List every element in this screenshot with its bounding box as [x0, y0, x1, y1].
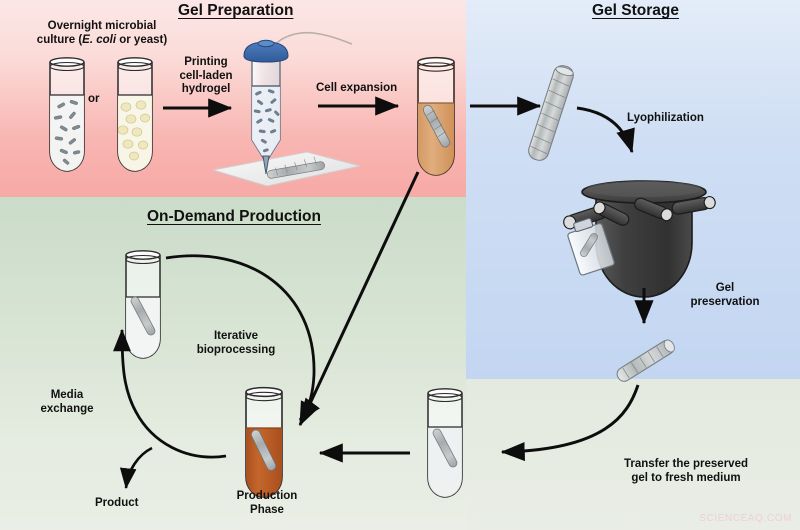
label-production-phase: Production Phase — [236, 490, 298, 516]
printer-cap — [243, 41, 289, 63]
test-tube-yeast-culture — [117, 57, 153, 172]
gel-strip-in-expansion-tube — [422, 105, 451, 148]
panel-on-demand-production — [0, 197, 466, 530]
printer-tubing — [271, 32, 353, 53]
arrow-expansion-to-production — [298, 171, 420, 427]
test-tube-iterative-bioprocessing — [125, 250, 161, 359]
lyophilizer-flask — [567, 217, 615, 276]
label-product: Product — [95, 497, 139, 509]
bioprinter-syringe — [212, 32, 361, 187]
label-lyophilization: Lyophilization — [627, 112, 704, 124]
section-title-on-demand-production: On-Demand Production — [147, 208, 321, 225]
label-transfer-preserved-gel: Transfer the preserved gel to fresh medi… — [623, 458, 748, 484]
test-tube-production-phase — [245, 386, 283, 498]
label-printing-cell-laden-hydrogel: Printing cell-laden hydrogel — [179, 56, 233, 96]
arrow-product — [119, 446, 153, 490]
gel-vial-storage — [528, 65, 574, 161]
label-or: or — [88, 93, 100, 105]
section-title-gel-preparation: Gel Preparation — [178, 2, 294, 19]
label-overnight-line2-pre: culture ( — [36, 33, 83, 46]
arrow-media-exchange — [113, 328, 227, 459]
arrow-lyophilization — [576, 106, 635, 154]
label-overnight-line2-post: or yeast) — [116, 33, 168, 46]
label-ecoli-italic: E. coli — [82, 33, 117, 46]
test-tube-fresh-medium — [427, 388, 463, 498]
preserved-gel-strip — [616, 339, 675, 382]
test-tube-ecoli-culture — [49, 57, 85, 172]
lyophilizer-chamber — [563, 180, 716, 298]
watermark: SCIENCEAQ.COM — [699, 513, 792, 524]
label-gel-preservation: Gel preservation — [690, 282, 760, 308]
label-media-exchange: Media exchange — [40, 389, 94, 415]
label-cell-expansion: Cell expansion — [316, 82, 398, 94]
label-iterative-bioprocessing: Iterative bioprocessing — [196, 330, 276, 356]
label-overnight-line1: Overnight microbial — [47, 20, 157, 32]
test-tube-cell-expansion — [417, 56, 455, 176]
arrow-transfer-to-fresh-medium — [500, 384, 640, 462]
section-title-gel-storage: Gel Storage — [592, 2, 679, 19]
arrow-iterative-bioprocessing — [165, 254, 320, 421]
printer-nozzle — [262, 155, 270, 175]
printed-gel-on-platform — [266, 156, 326, 179]
